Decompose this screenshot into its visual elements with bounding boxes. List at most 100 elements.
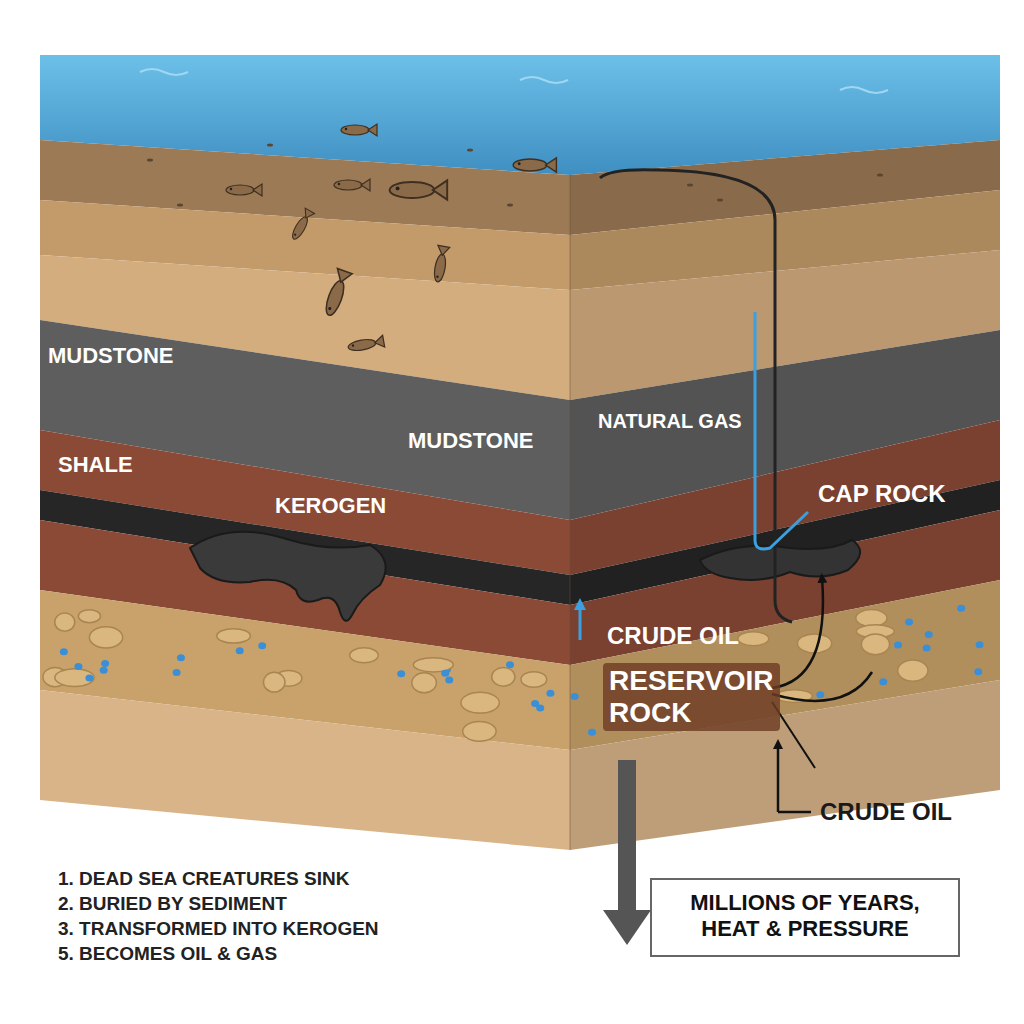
pebble <box>461 692 499 713</box>
pebble <box>492 668 515 687</box>
layer-label: SHALE <box>58 452 133 477</box>
fish-tail <box>368 124 377 136</box>
fish-eye <box>338 183 340 185</box>
fish-body <box>334 180 362 190</box>
pebble <box>89 627 122 648</box>
water-droplet <box>588 729 596 736</box>
leader-line <box>778 811 811 814</box>
well-line <box>600 170 792 622</box>
water-droplet <box>85 674 93 681</box>
pebble <box>350 648 379 663</box>
fish <box>513 158 556 172</box>
water-droplet <box>925 631 933 638</box>
water-droplet <box>101 660 109 667</box>
sediment-speck <box>467 149 473 152</box>
wave-line <box>140 69 888 93</box>
water-droplet <box>957 605 965 612</box>
sediment-speck <box>147 159 153 162</box>
step-text: 3. TRANSFORMED INTO KEROGEN <box>58 918 379 940</box>
water-droplet <box>177 654 185 661</box>
fish <box>321 268 352 317</box>
layer-label: CRUDE OIL <box>820 798 952 826</box>
fish-body <box>433 253 448 282</box>
pebble <box>263 672 285 692</box>
sediment-speck <box>877 174 883 177</box>
fish-body <box>290 215 310 241</box>
pebble <box>55 669 94 687</box>
fish-eye <box>396 186 400 190</box>
water-droplet <box>536 705 544 712</box>
fish-eye <box>294 233 297 236</box>
pebble <box>413 658 453 672</box>
pebble <box>738 632 769 646</box>
box-text: MILLIONS OF YEARS, HEAT & PRESSURE <box>664 890 946 943</box>
step-text: 5. BECOMES OIL & GAS <box>58 943 277 965</box>
rock-layer-front <box>40 690 570 850</box>
oil-arrow <box>579 604 582 640</box>
pebble <box>856 610 887 627</box>
oil-blob <box>700 540 860 580</box>
block-edge <box>570 175 571 850</box>
water-droplet <box>923 644 931 651</box>
pebble <box>412 673 437 693</box>
fish-body <box>347 338 376 353</box>
water-droplet <box>816 691 824 698</box>
info-box: MILLIONS OF YEARS, HEAT & PRESSURE <box>650 878 960 957</box>
oil-arrow <box>777 744 780 812</box>
illustration-details <box>43 124 984 741</box>
water-droplet <box>506 661 514 668</box>
fish <box>390 180 448 199</box>
fish <box>432 245 450 283</box>
fish <box>334 179 370 191</box>
water-droplet <box>397 670 405 677</box>
water-droplet <box>905 619 913 626</box>
fish <box>347 335 385 353</box>
layer-label: CRUDE OIL <box>607 622 739 650</box>
fish-tail <box>436 245 449 256</box>
fish-eye <box>518 162 521 165</box>
layer-label: MUDSTONE <box>48 343 174 368</box>
fish-tail <box>374 335 385 348</box>
fish-tail <box>253 184 262 196</box>
pebble <box>78 610 100 623</box>
water-droplet <box>100 667 108 674</box>
step-text: 1. DEAD SEA CREATURES SINK <box>58 868 349 890</box>
fish-eye <box>345 128 347 130</box>
fish-tail <box>361 179 370 191</box>
layer-label: MUDSTONE <box>408 428 534 453</box>
fish-body <box>341 125 369 135</box>
fish-eye <box>328 307 332 311</box>
fish-eye <box>436 275 439 278</box>
step-text: 2. BURIED BY SEDIMENT <box>58 893 287 915</box>
water-droplet <box>894 641 902 648</box>
sediment-speck <box>177 204 183 207</box>
pebble <box>898 660 928 681</box>
sediment-speck <box>687 184 693 187</box>
pebble <box>217 629 250 643</box>
water-droplet <box>571 693 579 700</box>
water-droplet <box>74 663 82 670</box>
water-droplet <box>546 690 554 697</box>
pebble <box>861 634 889 655</box>
water-droplet <box>445 676 453 683</box>
water-droplet <box>441 670 449 677</box>
fish-body <box>390 182 435 198</box>
layer-label: KEROGEN <box>275 493 386 518</box>
fish-body <box>513 159 547 171</box>
water-droplet <box>236 647 244 654</box>
time-arrow-head <box>603 910 651 945</box>
water-droplet <box>258 642 266 649</box>
fish-eye <box>352 344 355 347</box>
oil-blob <box>190 532 386 621</box>
water-droplet <box>976 641 984 648</box>
rock-layers <box>40 55 1000 850</box>
gas-line <box>755 312 808 549</box>
fish-tail <box>546 158 557 172</box>
water-droplet <box>60 648 68 655</box>
layer-label: RESERVOIR ROCK <box>603 663 780 731</box>
layer-label: NATURAL GAS <box>598 410 742 433</box>
pebble <box>521 672 547 688</box>
layer-label: CAP ROCK <box>818 480 946 508</box>
fish-eye <box>230 188 232 190</box>
fish <box>226 184 262 196</box>
